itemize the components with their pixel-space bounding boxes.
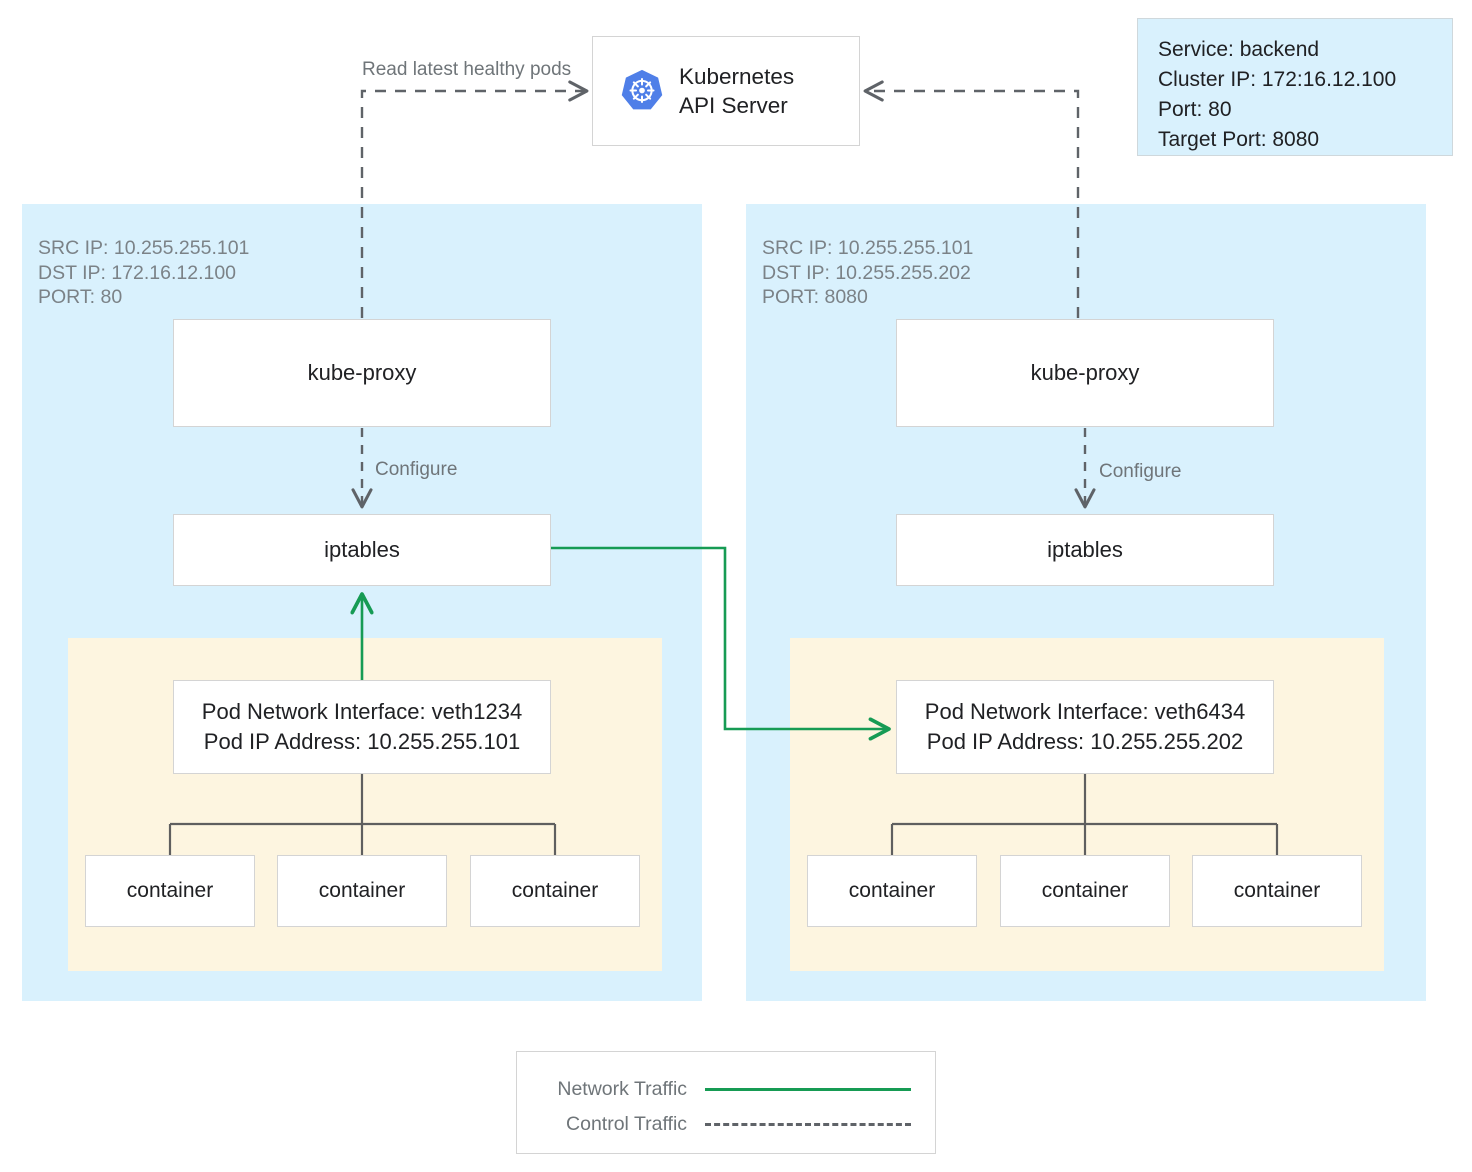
iptables-label-left: iptables bbox=[324, 537, 400, 562]
service-info-box: Service: backend Cluster IP: 172:16.12.1… bbox=[1137, 18, 1453, 156]
container-label: container bbox=[1041, 879, 1129, 902]
edge-label-configure-right: Configure bbox=[1099, 461, 1182, 482]
iptables-label-right: iptables bbox=[1047, 537, 1123, 562]
container-box-right-2: container bbox=[1000, 855, 1170, 927]
pod-interface-box-left: Pod Network Interface: veth1234 Pod IP A… bbox=[173, 680, 551, 774]
container-box-right-1: container bbox=[807, 855, 977, 927]
iptables-box-left: iptables bbox=[173, 514, 551, 586]
container-box-left-2: container bbox=[277, 855, 447, 927]
container-box-left-3: container bbox=[470, 855, 640, 927]
container-label: container bbox=[848, 879, 936, 902]
kube-proxy-label-right: kube-proxy bbox=[1030, 360, 1140, 385]
legend-row-network-traffic: Network Traffic bbox=[517, 1078, 911, 1101]
kube-proxy-box-right: kube-proxy bbox=[896, 319, 1274, 427]
container-box-left-1: container bbox=[85, 855, 255, 927]
kubernetes-api-server-box: Kubernetes API Server bbox=[592, 36, 860, 146]
node-meta-left: SRC IP: 10.255.255.101 DST IP: 172.16.12… bbox=[38, 237, 250, 308]
service-info-text: Service: backend Cluster IP: 172:16.12.1… bbox=[1158, 38, 1397, 151]
kubernetes-helm-icon bbox=[619, 68, 665, 114]
legend-box: Network Traffic Control Traffic bbox=[516, 1051, 936, 1154]
api-server-label: Kubernetes API Server bbox=[679, 64, 795, 118]
legend-swatch-network-traffic bbox=[705, 1088, 911, 1091]
container-label: container bbox=[318, 879, 406, 902]
pod-interface-label-left: Pod Network Interface: veth1234 Pod IP A… bbox=[201, 699, 523, 754]
edge-label-configure-left: Configure bbox=[375, 459, 458, 480]
legend-row-control-traffic: Control Traffic bbox=[517, 1113, 911, 1136]
kube-proxy-label-left: kube-proxy bbox=[307, 360, 417, 385]
legend-label-control-traffic: Control Traffic bbox=[566, 1113, 688, 1135]
container-label: container bbox=[126, 879, 214, 902]
iptables-box-right: iptables bbox=[896, 514, 1274, 586]
container-label: container bbox=[1233, 879, 1321, 902]
pod-interface-box-right: Pod Network Interface: veth6434 Pod IP A… bbox=[896, 680, 1274, 774]
legend-swatch-control-traffic bbox=[705, 1123, 911, 1126]
edge-label-read-pods: Read latest healthy pods bbox=[362, 59, 572, 80]
container-box-right-3: container bbox=[1192, 855, 1362, 927]
legend-label-network-traffic: Network Traffic bbox=[557, 1078, 688, 1100]
pod-interface-label-right: Pod Network Interface: veth6434 Pod IP A… bbox=[924, 699, 1246, 754]
node-meta-right: SRC IP: 10.255.255.101 DST IP: 10.255.25… bbox=[762, 237, 974, 308]
kube-proxy-box-left: kube-proxy bbox=[173, 319, 551, 427]
container-label: container bbox=[511, 879, 599, 902]
